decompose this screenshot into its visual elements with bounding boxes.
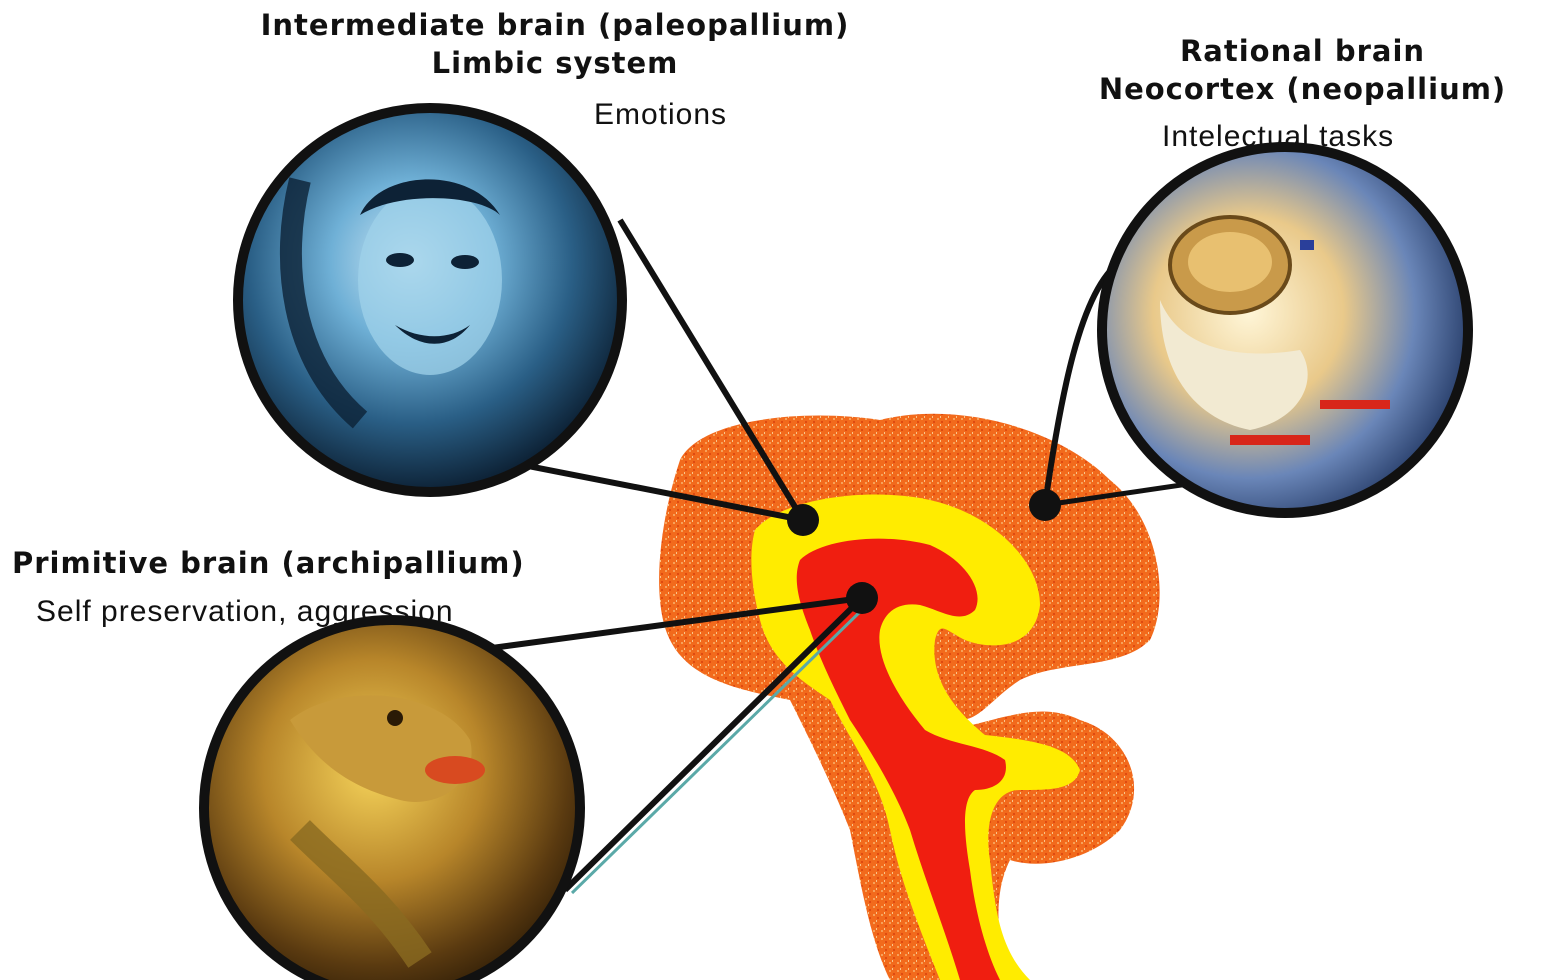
crying-face-photo-icon bbox=[238, 108, 622, 492]
lizard-photo-icon bbox=[204, 620, 580, 980]
neocortex-point-marker bbox=[1029, 489, 1061, 521]
astronaut-photo-icon bbox=[1102, 147, 1468, 513]
limbic-point-marker bbox=[787, 504, 819, 536]
primitive-point-marker bbox=[846, 582, 878, 614]
